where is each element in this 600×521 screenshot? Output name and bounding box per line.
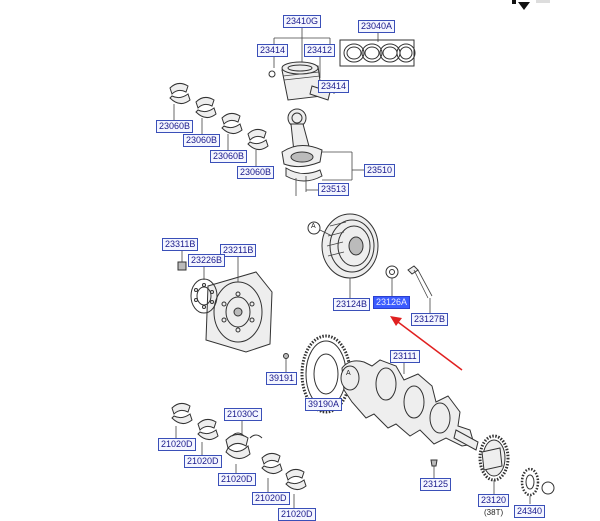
part-label-21020D-4[interactable]: 21020D: [252, 492, 290, 505]
crank-sprocket: [478, 434, 555, 504]
part-label-23414-top[interactable]: 23414: [257, 44, 289, 57]
part-label-23226B[interactable]: 23226B: [188, 254, 226, 267]
part-label-39190A[interactable]: 39190A: [305, 398, 343, 411]
connecting-rod: [281, 108, 323, 196]
part-label-23125[interactable]: 23125: [420, 478, 452, 491]
part-label-23126A[interactable]: 23126A: [373, 296, 411, 309]
part-label-23111[interactable]: 23111: [390, 350, 420, 363]
teeth-count-note: (38T): [484, 508, 504, 517]
part-label-21030C[interactable]: 21030C: [224, 408, 262, 421]
part-label-23510[interactable]: 23510: [364, 164, 396, 177]
part-label-23060B-4[interactable]: 23060B: [237, 166, 275, 179]
part-label-21020D-5[interactable]: 21020D: [278, 508, 316, 521]
ref-marker-a-crank: A: [346, 370, 351, 377]
part-label-23412[interactable]: 23412: [304, 44, 336, 57]
part-label-23060B-1[interactable]: 23060B: [156, 120, 194, 133]
part-label-23127B[interactable]: 23127B: [411, 313, 449, 326]
crankshaft-pulley: [307, 213, 433, 314]
leader-lines-piston: [273, 26, 379, 94]
part-label-23211B[interactable]: 23211B: [220, 244, 257, 257]
part-label-24340[interactable]: 24340: [514, 505, 546, 518]
part-label-21020D-3[interactable]: 21020D: [218, 473, 256, 486]
piston: [268, 61, 340, 101]
cursor-icon: [512, 0, 550, 10]
part-label-23120[interactable]: 23120: [478, 494, 510, 507]
part-label-21020D-1[interactable]: 21020D: [158, 438, 196, 451]
part-label-23124B[interactable]: 23124B: [333, 298, 371, 311]
main-bearings: [171, 402, 307, 508]
crankshaft: [340, 359, 479, 478]
part-label-23060B-2[interactable]: 23060B: [183, 134, 221, 147]
part-label-23311B[interactable]: 23311B: [162, 238, 199, 251]
rod-bearings: [169, 82, 269, 166]
part-label-23410G[interactable]: 23410G: [283, 15, 322, 28]
leader-lines-rod: [306, 151, 364, 191]
part-label-21020D-2[interactable]: 21020D: [184, 455, 222, 468]
flywheel: [177, 250, 273, 353]
part-label-39191[interactable]: 39191: [266, 372, 298, 385]
highlight-arrow: [390, 316, 463, 371]
part-label-23060B-3[interactable]: 23060B: [210, 150, 248, 163]
ref-marker-a-pulley: A: [311, 223, 316, 230]
part-label-23513[interactable]: 23513: [318, 183, 350, 196]
part-label-23040A[interactable]: 23040A: [358, 20, 396, 33]
part-label-23414-right[interactable]: 23414: [318, 80, 350, 93]
piston-ring-set: [339, 39, 416, 67]
